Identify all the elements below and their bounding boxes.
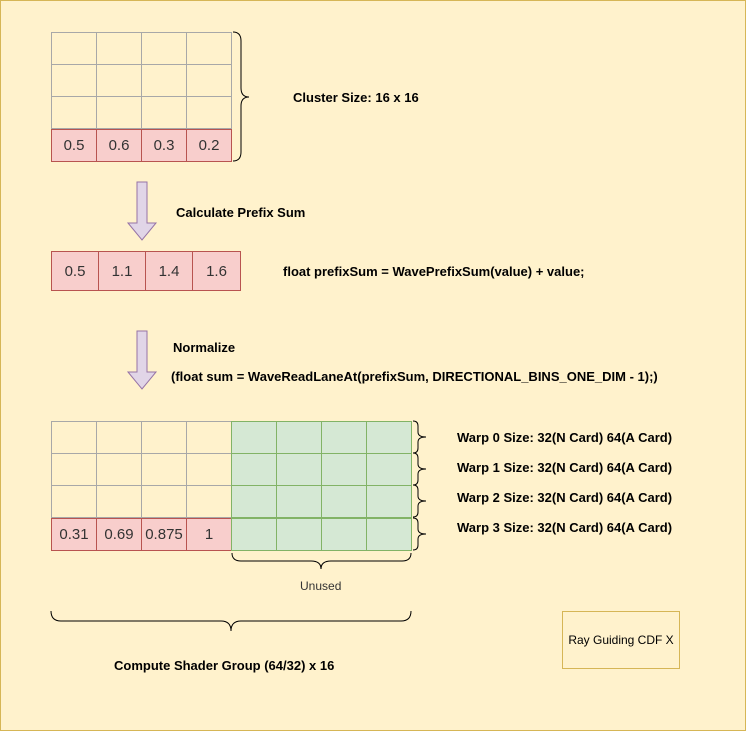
down-arrow-icon	[126, 330, 158, 390]
grid-cell	[186, 96, 232, 129]
unused-cell	[321, 518, 367, 551]
value-cell: 0.875	[141, 518, 187, 551]
normalize-code: (float sum = WaveReadLaneAt(prefixSum, D…	[171, 369, 658, 384]
grid-cell	[51, 96, 97, 129]
warp-label: Warp 1 Size: 32(N Card) 64(A Card)	[457, 460, 673, 475]
grid-cell	[96, 32, 142, 65]
down-arrow-icon	[126, 181, 158, 241]
unused-cell	[231, 518, 277, 551]
warp-label: Warp 2 Size: 32(N Card) 64(A Card)	[457, 490, 673, 505]
grid-cell	[186, 32, 232, 65]
prefix-sum-step-label: Calculate Prefix Sum	[176, 205, 306, 220]
prefix-sum-code: float prefixSum = WavePrefixSum(value) +…	[283, 264, 585, 279]
grid-cell	[96, 453, 142, 486]
unused-cell	[366, 485, 412, 518]
value-cell: 1	[186, 518, 232, 551]
value-cell: 0.3	[141, 129, 187, 162]
value-cell: 0.6	[96, 129, 142, 162]
unused-cell	[321, 485, 367, 518]
grid-cell	[186, 485, 232, 518]
value-cell: 1.6	[192, 251, 241, 291]
value-cell: 0.31	[51, 518, 97, 551]
value-cell: 0.5	[51, 251, 99, 291]
grid-cell	[96, 96, 142, 129]
warp-label: Warp 3 Size: 32(N Card) 64(A Card)	[457, 520, 673, 535]
warp-brace	[412, 452, 427, 486]
unused-cell	[366, 453, 412, 486]
unused-cell	[276, 518, 322, 551]
grid-cell	[186, 421, 232, 454]
legend-box: Ray Guiding CDF X	[562, 611, 680, 669]
grid-cell	[186, 64, 232, 97]
value-cell: 0.5	[51, 129, 97, 162]
cluster-size-label: Cluster Size: 16 x 16	[293, 90, 419, 105]
legend-label: Ray Guiding CDF X	[568, 633, 674, 647]
value-cell: 0.69	[96, 518, 142, 551]
unused-cell	[366, 518, 412, 551]
warp-label: Warp 0 Size: 32(N Card) 64(A Card)	[457, 430, 673, 445]
unused-cell	[231, 485, 277, 518]
grid-cell	[51, 485, 97, 518]
grid-cell	[51, 32, 97, 65]
unused-label: Unused	[300, 579, 342, 593]
grid-cell	[141, 453, 187, 486]
grid-cell	[141, 64, 187, 97]
unused-brace	[231, 552, 412, 570]
warp-brace	[412, 484, 427, 518]
value-cell: 0.2	[186, 129, 232, 162]
unused-cell	[231, 453, 277, 486]
unused-cell	[276, 485, 322, 518]
grid-cell	[51, 453, 97, 486]
group-brace	[50, 610, 412, 632]
grid-cell	[141, 421, 187, 454]
cluster-brace	[232, 31, 250, 162]
grid-cell	[96, 421, 142, 454]
compute-group-caption: Compute Shader Group (64/32) x 16	[114, 658, 335, 673]
normalize-step-label: Normalize	[173, 340, 236, 355]
warp-brace	[412, 420, 427, 454]
warp-brace	[412, 517, 427, 551]
